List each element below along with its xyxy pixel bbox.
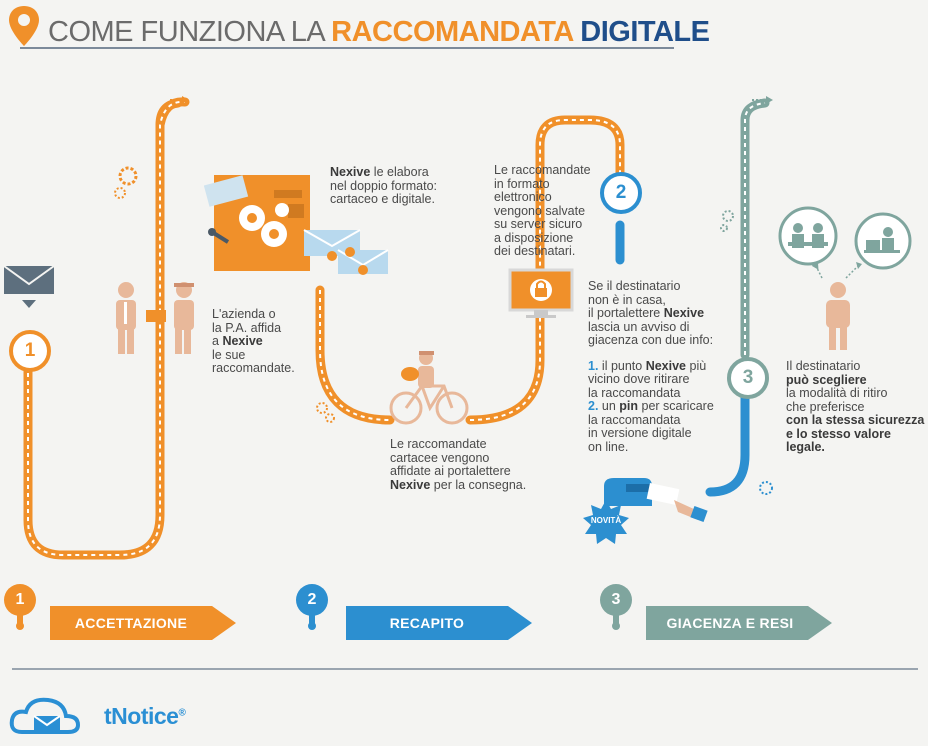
legend-pin: 3 (600, 584, 632, 616)
mailbox-hand-illustration (604, 478, 708, 523)
pickup-office-icon (778, 206, 838, 266)
legend-arrow-giacenza (646, 606, 832, 640)
flow-path (23, 96, 773, 560)
novita-badge: NOVITÀ (590, 516, 622, 525)
postman-bicycle-illustration (389, 351, 469, 425)
legend-label-recapito: RECAPITO (389, 615, 465, 631)
legend-arrow-accettazione (50, 606, 236, 640)
legend-step2: 2 (296, 584, 328, 630)
legend-step1: 1 (4, 584, 36, 630)
choice-arrows (812, 262, 862, 279)
legend-label-accettazione: ACCETTAZIONE (74, 615, 188, 631)
location-pin-icon (9, 6, 39, 46)
gear-icon (759, 481, 773, 495)
gear-icon (316, 402, 335, 423)
legend-pin: 1 (4, 584, 36, 616)
step1-description: L'azienda o la P.A. affida a Nexive le s… (212, 307, 295, 375)
delivery-description: Le raccomandate cartacee vengono affidat… (390, 437, 527, 492)
handshake-illustration (116, 282, 194, 354)
step3-number: 3 (727, 357, 769, 399)
server-description: Le raccomandate in formato elettronico v… (494, 163, 591, 258)
step2-description: Se il destinatario non è in casa, il por… (588, 279, 714, 454)
legend-arrow-recapito (346, 606, 532, 640)
processing-machine-illustration (204, 175, 389, 275)
footer-separator (12, 668, 918, 670)
novita-starburst (583, 500, 629, 544)
title-underline (20, 47, 674, 49)
legend-label-giacenza: GIACENZA E RESI (666, 615, 794, 631)
step2-number: 2 (600, 172, 642, 214)
legend-step3: 3 (600, 584, 632, 630)
online-download-icon (854, 212, 912, 270)
secure-server-monitor-illustration (508, 268, 574, 318)
legend-pin: 2 (296, 584, 328, 616)
recipient-person-illustration (826, 282, 850, 350)
gear-icon (114, 166, 138, 199)
step1-number: 1 (9, 330, 51, 372)
step3-description: Il destinatario può scegliere la modalit… (786, 359, 925, 454)
tnotice-logo-text: tNotice® (104, 703, 186, 729)
page-title: COME FUNZIONA LA RACCOMANDATA DIGITALE (48, 16, 710, 48)
envelope-icon (3, 265, 55, 308)
processing-description: Nexive le elabora nel doppio formato: ca… (330, 165, 438, 206)
gear-icon (720, 210, 734, 232)
tnotice-logo-icon (9, 697, 81, 734)
